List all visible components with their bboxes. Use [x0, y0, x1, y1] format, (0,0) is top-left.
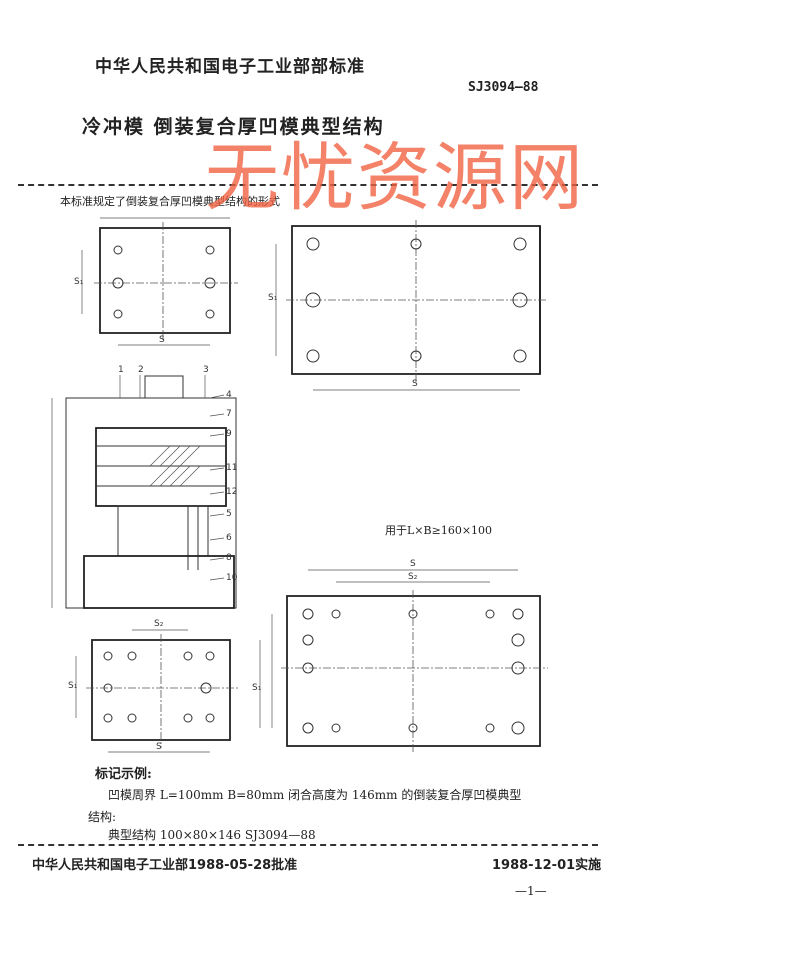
- part-label-3: 3: [203, 365, 209, 375]
- example-heading: 标记示例:: [95, 767, 152, 782]
- part-label-7: 7: [226, 409, 232, 419]
- standard-number: SJ3094—88: [468, 80, 539, 95]
- dim-label-s: S: [159, 335, 165, 345]
- scope-statement: 本标准规定了倒装复合厚凹模典型结构的形式: [60, 195, 280, 208]
- drawing-section-view: 1 2 3 4 7 9 11 12 5 6 8 10: [51, 365, 238, 609]
- part-label-5: 5: [226, 509, 232, 519]
- dim-label-s-d: S: [410, 559, 416, 569]
- issuing-organization: 中华人民共和国电子工业部部标准: [95, 57, 365, 77]
- effective-date: 1988-12-01实施: [492, 858, 602, 873]
- part-label-1: 1: [118, 365, 124, 375]
- part-label-4: 4: [226, 390, 232, 400]
- drawing-large-plate-bottom: S S₂ S₁: [252, 559, 548, 754]
- part-label-11: 11: [226, 463, 237, 473]
- example-line-2: 结构:: [88, 810, 117, 824]
- dim-label-s2-a: S₂: [154, 619, 164, 629]
- example-line-1: 凹模周界 L=100mm B=80mm 闭合高度为 146mm 的倒装复合厚凹模…: [108, 788, 522, 802]
- applicability-note: 用于L×B≥160×100: [385, 524, 493, 537]
- example-line-3: 典型结构 100×80×146 SJ3094—88: [108, 828, 316, 842]
- page-number: —1—: [515, 884, 547, 898]
- part-label-10: 10: [226, 573, 238, 583]
- part-label-8: 8: [226, 553, 232, 563]
- part-label-9: 9: [226, 429, 232, 439]
- drawing-small-plate-top: S S₁: [74, 217, 238, 346]
- dim-label-s2-b: S₂: [408, 572, 418, 582]
- part-label-12: 12: [226, 487, 237, 497]
- dim-label-s1-a: S₁: [74, 277, 84, 287]
- part-label-2: 2: [138, 365, 144, 375]
- approval-statement: 中华人民共和国电子工业部1988-05-28批准: [32, 858, 298, 873]
- drawing-large-plate-top: S₁ S: [268, 220, 548, 391]
- document-title: 冷冲模 倒装复合厚凹模典型结构: [82, 116, 385, 138]
- drawing-small-plate-bottom: S₂ S₁ S: [68, 619, 238, 753]
- dim-label-s-b: S: [412, 379, 418, 389]
- footer-divider: [18, 844, 598, 846]
- dim-label-s-c: S: [156, 742, 162, 752]
- header-divider: [18, 184, 598, 186]
- part-label-6: 6: [226, 533, 232, 543]
- watermark-text: 无忧资源网: [205, 135, 585, 221]
- dim-label-s1-c: S₁: [68, 681, 78, 691]
- dim-label-s1-b: S₁: [268, 293, 278, 303]
- dim-label-s1-d: S₁: [252, 683, 262, 693]
